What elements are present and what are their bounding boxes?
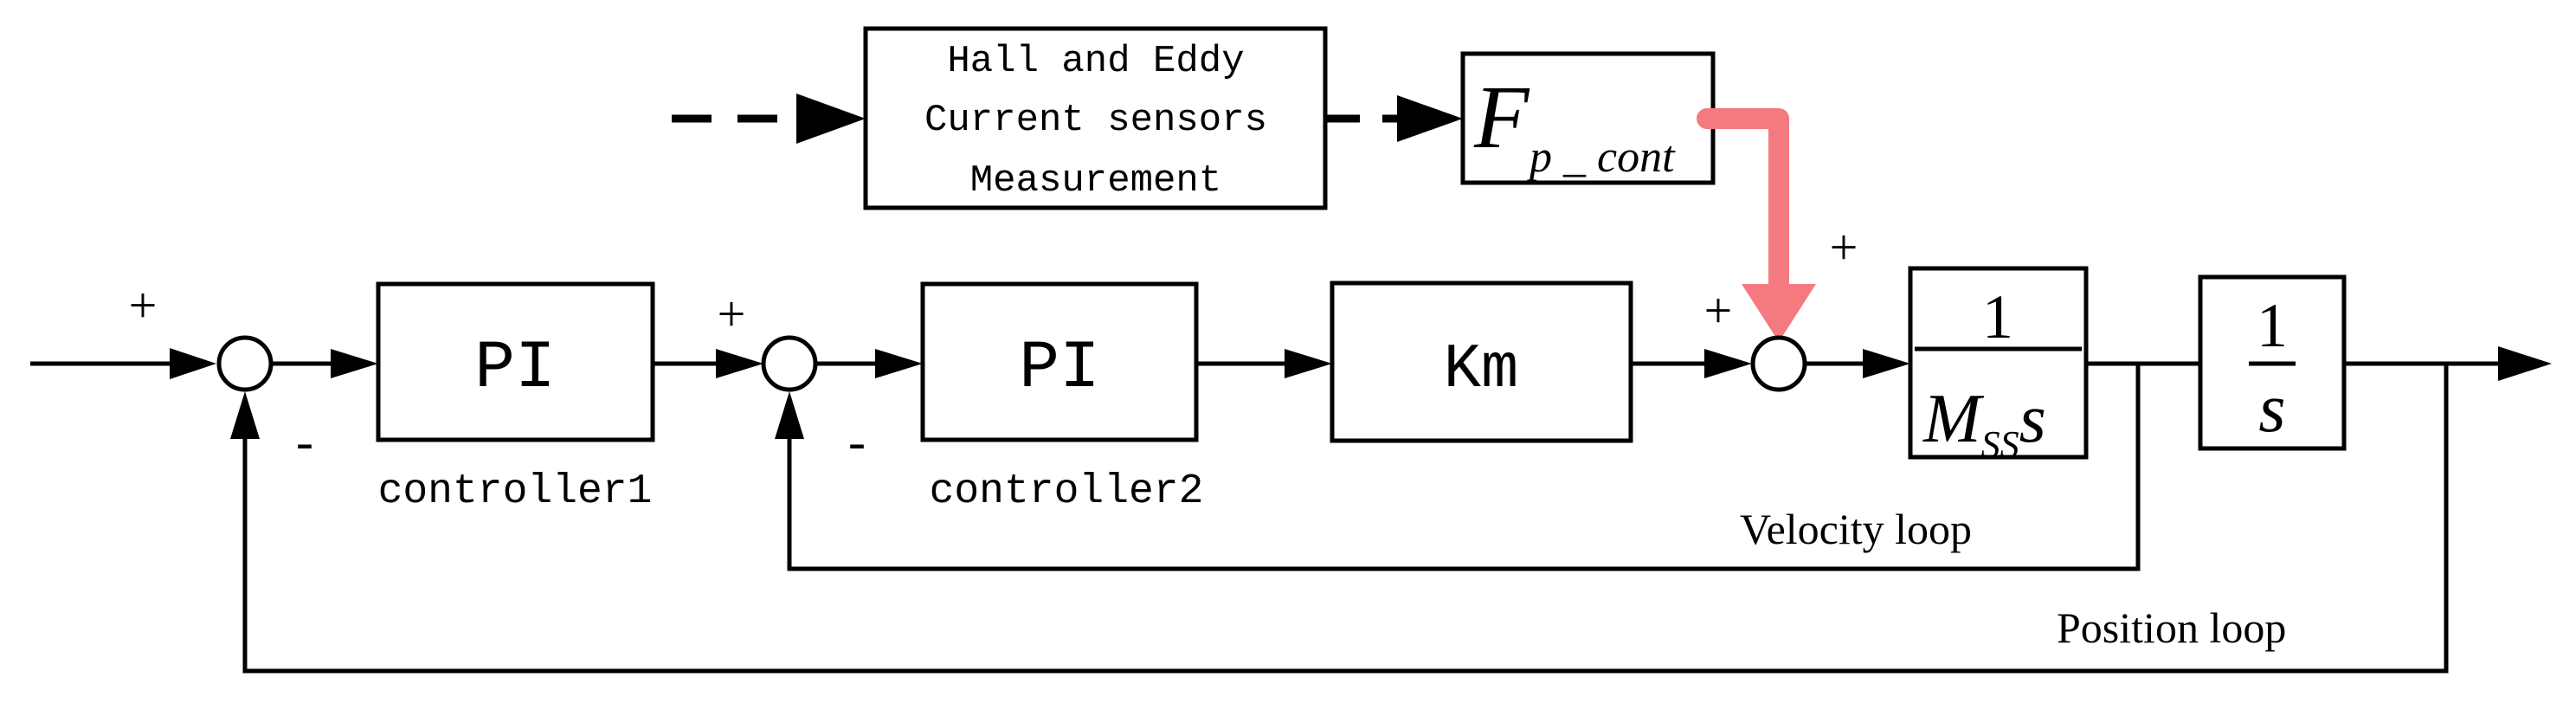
- plant-transfer-block: [1908, 266, 2089, 460]
- dashed-sensor-output-arrowhead: [1397, 95, 1463, 142]
- sum3-plus-top-sign: +: [1830, 219, 1858, 275]
- output-arrowhead: [2498, 346, 2552, 381]
- velocity-feedback-arrowhead: [775, 391, 804, 439]
- plant-numerator: 1: [1982, 282, 2013, 352]
- sum1-plus-sign: +: [129, 277, 158, 333]
- sensor-block-line2: Current sensors: [924, 99, 1267, 142]
- sum2-to-pi2-arrowhead: [875, 349, 923, 378]
- controller2-caption: controller2: [930, 468, 1204, 515]
- sensor-block-line3: Measurement: [970, 159, 1221, 203]
- summing-junction-2: [761, 335, 818, 392]
- velocity-loop-label: Velocity loop: [1740, 505, 1972, 553]
- summing-junction-3: [1750, 335, 1807, 392]
- summing-junction-1: [216, 335, 274, 392]
- km-to-sum3-arrowhead: [1704, 349, 1752, 378]
- pi1-to-sum2-arrowhead: [716, 349, 763, 378]
- sensor-measurement-block: [863, 26, 1328, 210]
- reference-input-arrowhead: [170, 348, 216, 379]
- disturbance-highlight-line: [1697, 108, 1789, 298]
- sum1-to-pi1-arrowhead: [331, 349, 378, 378]
- sum2-plus-sign: +: [718, 286, 746, 342]
- sum3-to-plant-arrowhead: [1863, 349, 1910, 378]
- disturbance-force-letter: F: [1473, 68, 1530, 167]
- sensor-block-line1: Hall and Eddy: [947, 40, 1244, 83]
- position-feedback-arrowhead: [230, 391, 260, 439]
- plant-denominator-mass: M: [1922, 381, 1985, 457]
- disturbance-force-subscript: p _ cont: [1526, 132, 1676, 182]
- plant-denominator: MSSs: [1922, 381, 2046, 466]
- sum3-plus-left-sign: +: [1704, 282, 1733, 339]
- disturbance-force-symbol: F: [1473, 68, 1530, 167]
- controller1-caption: controller1: [378, 468, 653, 515]
- pi-controller-1-label: PI: [474, 331, 556, 407]
- velocity-feedback-line: [787, 364, 2141, 571]
- pi-controller-1-block: [376, 281, 655, 442]
- dashed-input-arrowhead: [796, 94, 866, 144]
- integrator-numerator: 1: [2257, 291, 2288, 360]
- pi2-to-km-arrowhead: [1285, 349, 1332, 378]
- integrator-denominator: s: [2258, 371, 2285, 447]
- position-loop-label: Position loop: [2057, 603, 2286, 652]
- km-gain-label: Km: [1444, 334, 1518, 405]
- pi-controller-2-label: PI: [1019, 331, 1100, 407]
- plant-denominator-variable: s: [2019, 381, 2046, 457]
- km-gain-block: [1330, 281, 1633, 443]
- position-feedback-line: [242, 364, 2449, 674]
- disturbance-force-block: [1460, 51, 1716, 185]
- sum1-minus-sign: -: [296, 413, 313, 470]
- plant-denominator-subscript: SS: [1981, 423, 2019, 466]
- disturbance-highlight-arrowhead: [1742, 284, 1816, 342]
- sum2-minus-sign: -: [848, 413, 866, 470]
